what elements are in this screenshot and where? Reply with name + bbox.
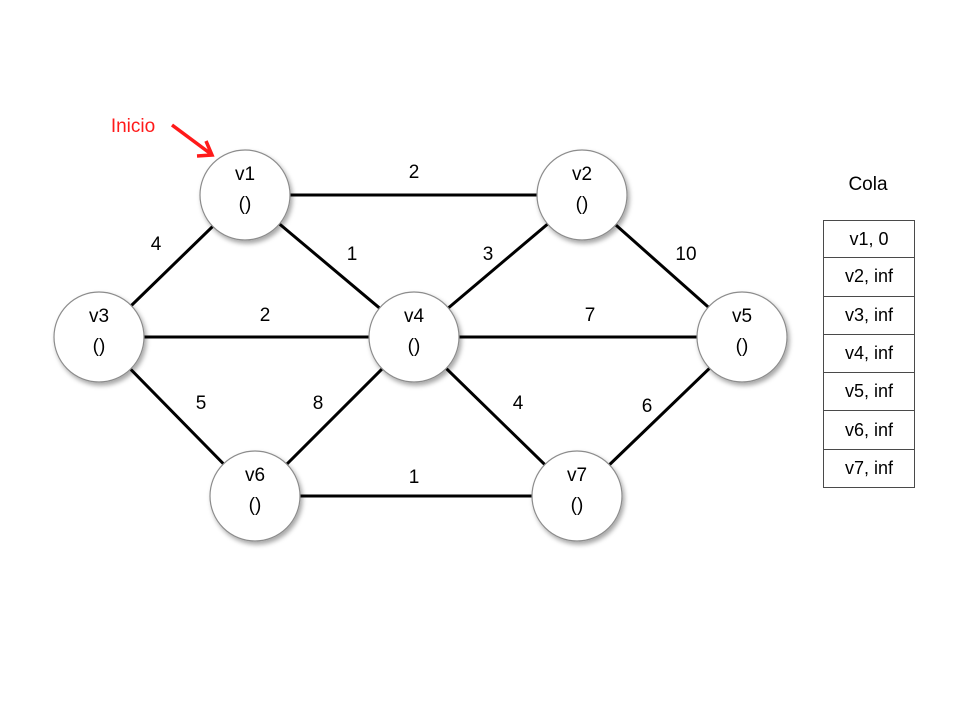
start-label: Inicio xyxy=(111,116,155,137)
node-value: () xyxy=(249,495,262,516)
node-name: v5 xyxy=(732,306,752,327)
edge-weight-v4-v7: 4 xyxy=(513,393,524,414)
node-circle xyxy=(531,450,623,542)
edge-weight-v4-v6: 8 xyxy=(313,393,324,414)
node-value: () xyxy=(239,194,252,215)
node-name: v1 xyxy=(235,164,255,185)
node-v7: v7 () xyxy=(531,450,623,542)
queue-item: v4, inf xyxy=(823,334,915,374)
edge-weight-v3-v6: 5 xyxy=(196,393,207,414)
edge-weights: 2 4 1 3 10 2 7 5 8 4 6 1 xyxy=(151,162,697,488)
queue-item: v5, inf xyxy=(823,373,915,412)
queue-item: v1, 0 xyxy=(823,220,915,259)
queue-item: v2, inf xyxy=(823,258,915,297)
start-indicator: Inicio xyxy=(111,116,215,158)
edge-weight-v2-v5: 10 xyxy=(675,244,696,265)
node-circle xyxy=(199,149,291,241)
node-value: () xyxy=(408,336,421,357)
node-value: () xyxy=(576,194,589,215)
node-name: v3 xyxy=(89,306,109,327)
queue-item: v3, inf xyxy=(823,296,915,335)
node-value: () xyxy=(571,495,584,516)
node-value: () xyxy=(736,336,749,357)
node-value: () xyxy=(93,336,106,357)
node-circle xyxy=(368,291,460,383)
node-name: v6 xyxy=(245,465,265,486)
node-v6: v6 () xyxy=(209,450,301,542)
start-arrow-icon xyxy=(170,123,213,156)
node-circle xyxy=(536,149,628,241)
node-circle xyxy=(53,291,145,383)
nodes: v1 () v2 () v3 () v4 () v5 () v6 () v7 () xyxy=(53,149,788,542)
edge-weight-v1-v2: 2 xyxy=(409,162,420,183)
queue-item: v7, inf xyxy=(823,449,915,489)
node-name: v7 xyxy=(567,465,587,486)
node-circle xyxy=(696,291,788,383)
node-name: v2 xyxy=(572,164,592,185)
node-v1: v1 () xyxy=(199,149,291,241)
node-v4: v4 () xyxy=(368,291,460,383)
node-v2: v2 () xyxy=(536,149,628,241)
edge-weight-v5-v7: 6 xyxy=(642,396,653,417)
edge-weight-v3-v4: 2 xyxy=(260,305,271,326)
edge-weight-v1-v4: 1 xyxy=(347,244,358,265)
edge-weight-v2-v4: 3 xyxy=(483,244,494,265)
node-circle xyxy=(209,450,301,542)
node-v5: v5 () xyxy=(696,291,788,383)
queue-title: Cola xyxy=(848,174,888,195)
node-v3: v3 () xyxy=(53,291,145,383)
edge-weight-v1-v3: 4 xyxy=(151,234,162,255)
node-name: v4 xyxy=(404,306,425,327)
start-arrow-head xyxy=(196,140,215,158)
edge-weight-v4-v5: 7 xyxy=(585,305,596,326)
queue-item: v6, inf xyxy=(823,411,915,450)
edge-weight-v6-v7: 1 xyxy=(409,467,420,488)
